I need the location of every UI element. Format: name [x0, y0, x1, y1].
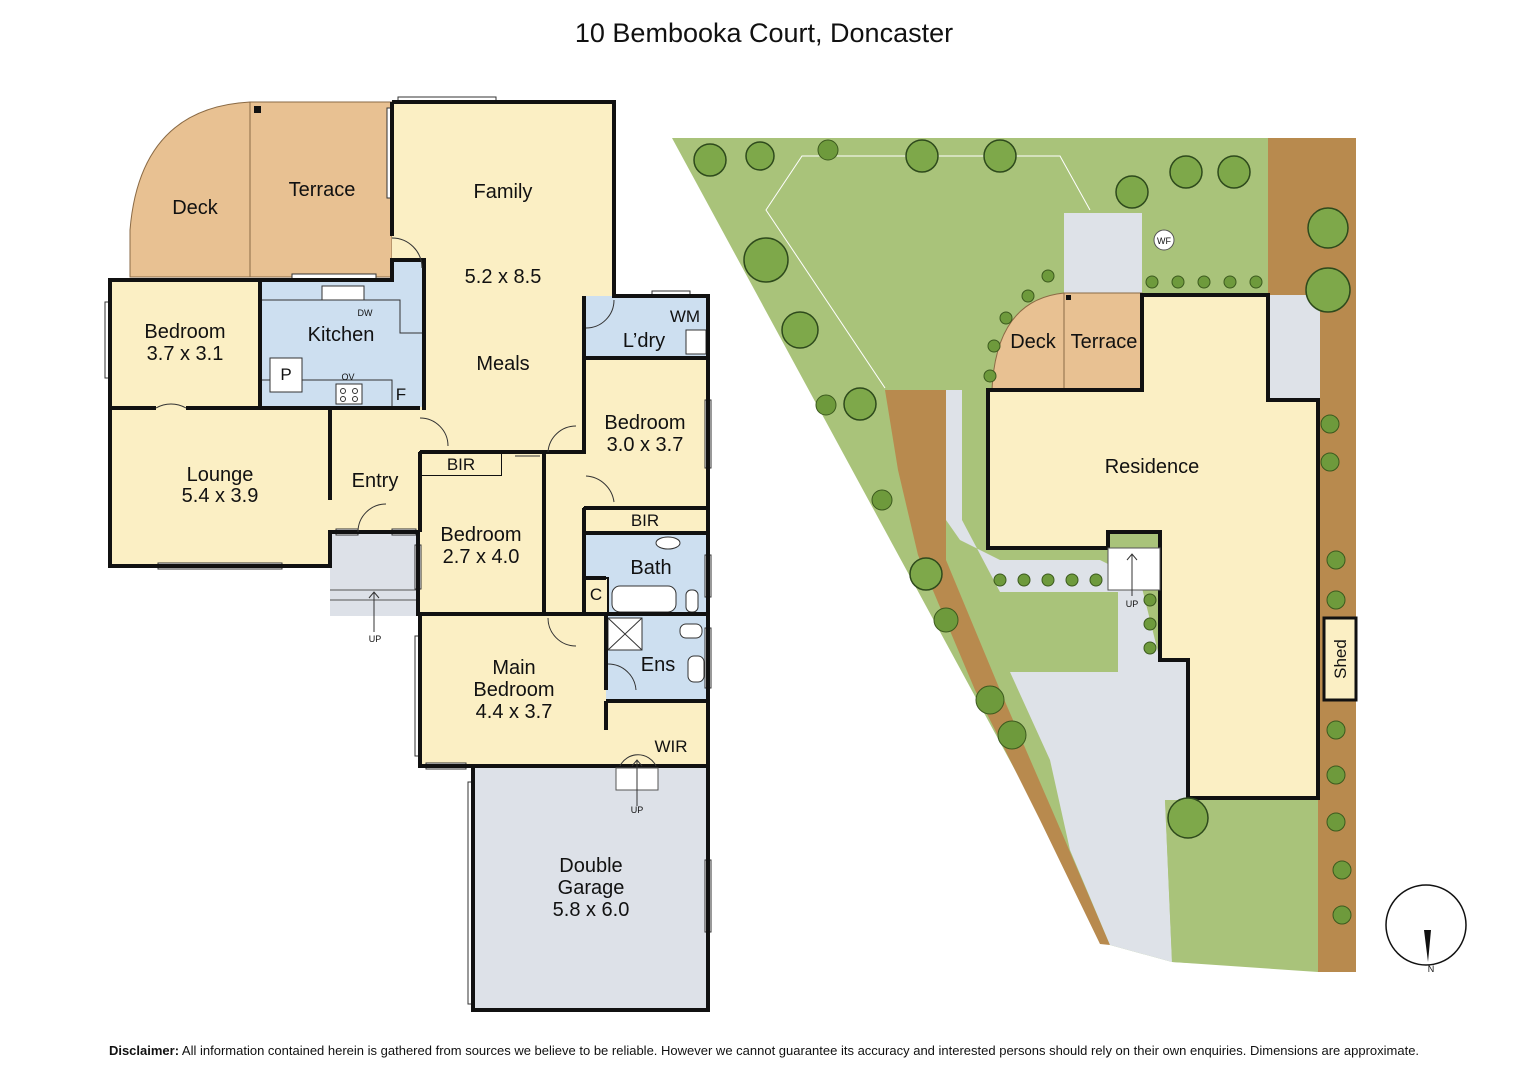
site-up-label: UP	[1126, 599, 1139, 609]
ens-toilet-icon	[679, 623, 703, 639]
shed-label: Shed	[1331, 639, 1350, 679]
disclaimer-label: Disclaimer:	[108, 1043, 180, 1058]
wm-label: WM	[670, 307, 700, 326]
wir-area	[606, 701, 708, 766]
ov-label: OV	[341, 372, 354, 382]
north-label: N	[1428, 964, 1435, 974]
cupboard-label: C	[590, 585, 602, 604]
ens-label: Ens	[641, 654, 675, 676]
north-arrow-icon	[1424, 930, 1431, 962]
main-bedroom-dim-label: 4.4 x 3.7	[476, 701, 553, 723]
terrace-area	[249, 101, 393, 278]
garage-dim-label: 5.8 x 6.0	[553, 899, 630, 921]
shed-outline	[1322, 616, 1358, 702]
bathtub-icon	[611, 585, 677, 613]
meals-label: Meals	[476, 353, 529, 375]
bir-1-label: BIR	[447, 455, 475, 474]
disclaimer: Disclaimer: All information contained he…	[0, 1043, 1528, 1058]
pantry-label: P	[280, 365, 291, 384]
main-bedroom-label-2: Bedroom	[473, 679, 554, 701]
paving-east	[1270, 295, 1320, 399]
porch-up-label: UP	[369, 634, 382, 644]
bedroom-nw-dim-label: 3.7 x 3.1	[147, 343, 224, 365]
bedroom-mid-label: Bedroom	[440, 524, 521, 546]
site-terrace	[1063, 292, 1143, 391]
driveway	[946, 390, 1188, 962]
residence-label: Residence	[1105, 456, 1200, 478]
lawn-south	[1165, 800, 1318, 972]
wf-label: WF	[1157, 236, 1171, 246]
post-marker	[254, 106, 261, 113]
garden-bed-east	[1268, 138, 1356, 972]
pantry-box	[269, 357, 303, 393]
oven-icon	[335, 383, 363, 405]
page-title: 10 Bembooka Court, Doncaster	[574, 18, 954, 48]
deck-area	[129, 101, 251, 278]
floor-plan	[104, 96, 712, 1012]
bedroom-e-area	[584, 358, 708, 508]
residence-outline	[986, 293, 1320, 800]
cupboard-area	[583, 577, 609, 614]
bedroom-e-dim-label: 3.0 x 3.7	[607, 434, 684, 456]
site-terrace-label: Terrace	[1071, 331, 1138, 353]
entry-label: Entry	[352, 470, 399, 492]
dw-label: DW	[358, 308, 373, 318]
basin-icon	[655, 536, 681, 550]
toilet-icon	[685, 589, 699, 613]
garage-up-label: UP	[631, 805, 644, 815]
family-meals-area	[392, 102, 614, 452]
water-feature-icon	[1153, 229, 1175, 251]
bedroom-nw-area	[110, 280, 260, 408]
kitchen-label: Kitchen	[308, 324, 375, 346]
family-dim-label: 5.2 x 8.5	[465, 266, 542, 288]
laundry-label: L’dry	[623, 330, 665, 352]
terrace-label: Terrace	[289, 179, 356, 201]
bedroom-e-label: Bedroom	[604, 412, 685, 434]
deck-label: Deck	[172, 197, 219, 219]
garage-label-1: Double	[559, 855, 622, 877]
garage-area	[473, 766, 708, 1008]
north-arrow-ring	[1385, 884, 1467, 966]
disclaimer-text: All information contained herein is gath…	[179, 1043, 1420, 1058]
site-plan	[672, 138, 1467, 972]
bedroom-nw-label: Bedroom	[144, 321, 225, 343]
lounge-label: Lounge	[187, 464, 254, 486]
garden-bed-west	[885, 390, 1110, 945]
garage-label-2: Garage	[558, 877, 625, 899]
main-bedroom-label-1: Main	[492, 657, 535, 679]
wir-label: WIR	[654, 737, 687, 756]
ens-basin-icon	[687, 655, 705, 683]
lounge-dim-label: 5.4 x 3.9	[182, 485, 259, 507]
bath-label: Bath	[630, 557, 671, 579]
fridge-label: F	[396, 385, 406, 404]
laundry-trough-icon	[685, 329, 707, 355]
main-bedroom-area	[420, 614, 606, 766]
paving-north	[1064, 213, 1142, 293]
sink-icon	[321, 285, 365, 301]
bedroom-mid-dim-label: 2.7 x 4.0	[443, 546, 520, 568]
lounge-entry-area	[110, 408, 420, 566]
bir-2-label: BIR	[631, 511, 659, 530]
site-deck-label: Deck	[1010, 331, 1057, 353]
family-label: Family	[474, 181, 533, 203]
